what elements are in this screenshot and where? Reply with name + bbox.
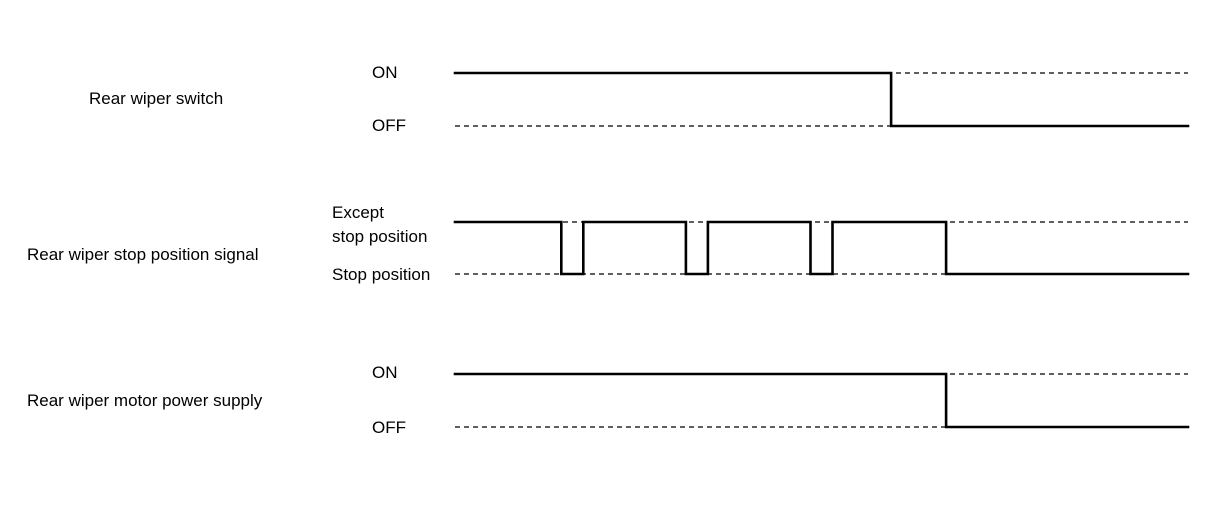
signal-waveform-switch [453, 71, 1190, 128]
high-level-label-stop-line1: Except [332, 203, 384, 222]
row-rear-wiper-switch: Rear wiper switch ON OFF [89, 63, 1190, 135]
signal-name-stop-position: Rear wiper stop position signal [27, 245, 259, 264]
low-level-label-motor: OFF [372, 418, 406, 437]
high-level-label-stop-line2: stop position [332, 227, 427, 246]
low-level-label-switch: OFF [372, 116, 406, 135]
signal-waveform-stop-position [453, 220, 1190, 276]
signal-waveform-motor [453, 372, 1190, 429]
signal-name-rear-wiper-switch: Rear wiper switch [89, 89, 223, 108]
signal-name-motor-power-supply: Rear wiper motor power supply [27, 391, 263, 410]
high-level-label-switch: ON [372, 63, 398, 82]
row-stop-position-signal: Rear wiper stop position signal Except s… [27, 203, 1190, 284]
row-motor-power-supply: Rear wiper motor power supply ON OFF [27, 363, 1190, 437]
low-level-label-stop: Stop position [332, 265, 430, 284]
high-level-label-motor: ON [372, 363, 398, 382]
